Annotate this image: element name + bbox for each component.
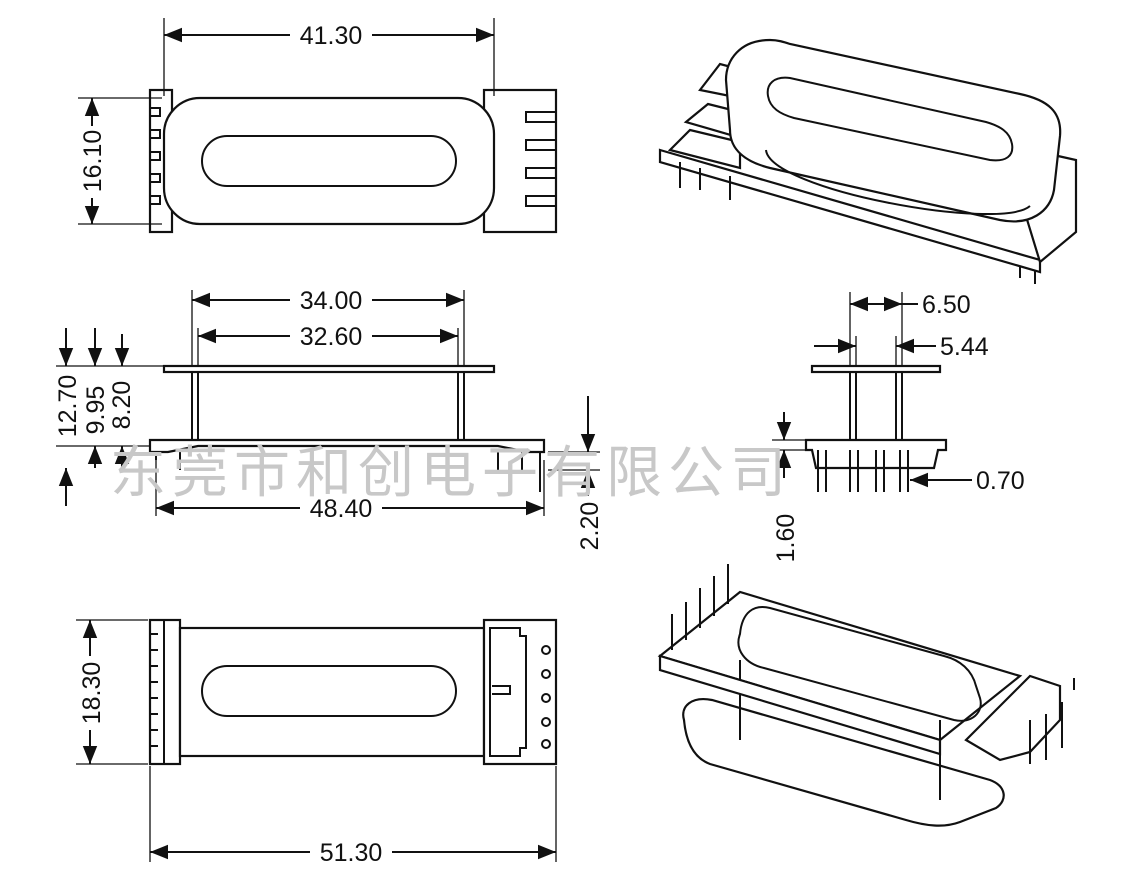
dim-side-2: 2.20 <box>576 502 604 551</box>
dim-side-48: 48.40 <box>310 495 373 523</box>
dim-bottom-width: 51.30 <box>320 839 383 867</box>
dim-side-32: 32.60 <box>300 323 363 351</box>
dim-top-height: 16.10 <box>79 130 107 193</box>
dim-end-1: 1.60 <box>772 514 800 563</box>
dim-end-0: 0.70 <box>976 467 1025 495</box>
dim-top-width: 41.30 <box>300 22 363 50</box>
dim-side-8: 8.20 <box>108 381 136 430</box>
dim-bottom-height: 18.30 <box>78 662 106 725</box>
bottom-view: 18.30 51.30 <box>76 618 558 867</box>
company-watermark: 东莞市和创电子有限公司 <box>110 441 792 506</box>
end-view: 6.50 5.44 0.70 1.60 <box>772 291 1025 562</box>
dim-side-9: 9.95 <box>82 386 110 435</box>
dim-end-5: 5.44 <box>940 333 989 361</box>
isometric-view-bottom <box>657 564 1075 827</box>
dim-side-34: 34.00 <box>300 287 363 315</box>
isometric-view-top <box>658 38 1078 284</box>
dim-side-12: 12.70 <box>54 375 82 438</box>
top-view: 41.30 16.10 <box>78 18 558 234</box>
dim-end-6: 6.50 <box>922 291 971 319</box>
side-view: 34.00 32.60 12.70 9.95 8.20 48.40 2.20 <box>54 287 604 550</box>
